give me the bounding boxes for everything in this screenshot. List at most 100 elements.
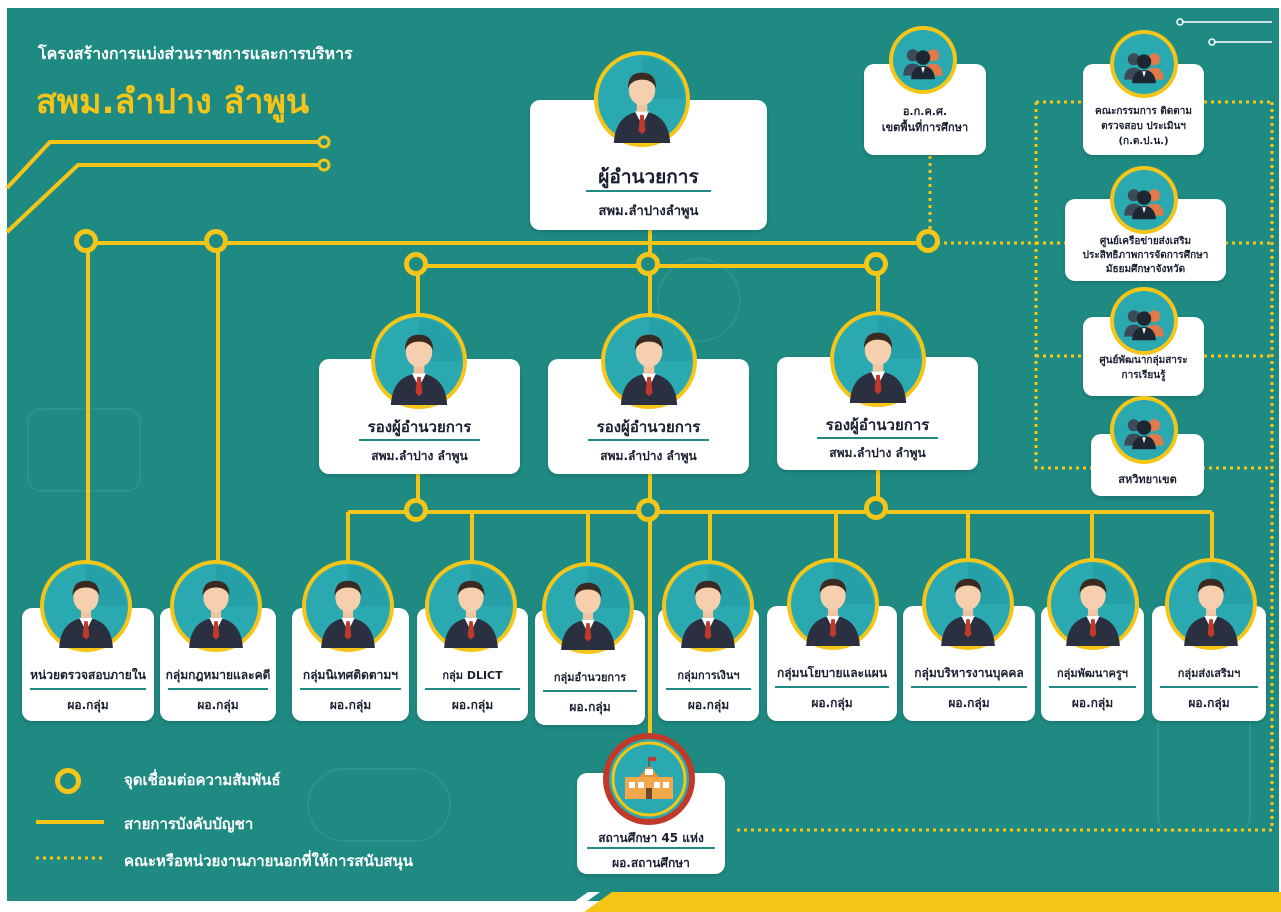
people-group-icon [1114,291,1174,351]
divider [359,439,480,441]
group-subtitle: ผอ.กลุ่ม [811,696,853,710]
people-group-icon [1114,34,1174,94]
deputy-title: รองผู้อำนวยการ [596,418,701,436]
group-title: กลุ่มอำนวยการ [553,671,627,684]
junction-node [74,229,98,253]
divider [300,688,401,690]
junction-node [916,229,940,253]
group-title: กลุ่มนโยบายและแผน [776,666,888,680]
group-title: กลุ่ม DLICT [442,669,503,682]
group-avatar-icon [1110,396,1178,464]
group-subtitle: ผอ.กลุ่ม [948,696,990,710]
person-icon [174,564,258,648]
circuit-dot [317,135,331,149]
legend-node-icon [55,768,81,794]
person-icon [666,564,750,648]
group-avatar-icon [1110,30,1178,98]
circuit-dot [317,158,331,172]
divider [775,686,889,688]
person-avatar-icon [662,560,754,652]
deputy-avatar-icon [371,313,467,409]
person-icon [598,55,686,143]
school-building-icon [609,739,689,819]
group-subtitle: ผอ.กลุ่ม [687,698,730,712]
person-avatar-icon [542,562,634,654]
director-avatar-icon [594,51,690,147]
school-avatar [603,733,695,825]
decorative-circle [657,258,741,342]
deputy-subtitle: สพม.ลำปาง ลำพูน [371,449,468,463]
people-group-icon [1114,170,1174,230]
legend-solid-label: สายการบังคับบัญชา [124,815,254,833]
group-avatar-icon [1110,166,1178,234]
person-avatar-icon [302,560,394,652]
person-icon [834,315,922,403]
circuit-dots [317,135,331,172]
people-group-icon [1114,400,1174,460]
group-subtitle: ผอ.กลุ่ม [197,698,239,712]
circuit-line [5,163,320,234]
learning-label: ศูนย์พัฒนากลุ่มสาระ การเรียนรู้ [1099,355,1188,381]
dotted-to-school [735,102,1274,832]
top-right-circuit [1176,18,1272,46]
person-icon [926,562,1010,646]
person-icon [306,564,390,648]
divider [587,847,715,849]
school-title: สถานศึกษา 45 แห่ง [598,831,704,845]
group-subtitle: ผอ.กลุ่ม [329,698,372,712]
person-avatar-icon [425,560,517,652]
school-subtitle: ผอ.สถานศึกษา [612,856,690,870]
divider [588,439,709,441]
person-icon [546,566,630,650]
divider [1160,686,1258,688]
junction-node [204,229,228,253]
support-lines [36,100,1274,860]
page-subtitle: โครงสร้างการแบ่งส่วนราชการและการบริหาร [38,44,353,63]
group-avatar-icon [1110,287,1178,355]
divider [817,437,938,439]
deputy-subtitle: สพม.ลำปาง ลำพูน [600,449,697,463]
circuit-dot [1176,18,1184,26]
decorative-laptop-outline [27,408,141,492]
ogks-label: อ.ก.ค.ศ. เขตพื้นที่การศึกษา [881,105,969,134]
junction-node [636,252,660,276]
group-title: กลุ่มพัฒนาครูฯ [1057,667,1128,680]
decorative-shape [307,768,451,842]
group-subtitle: ผอ.กลุ่ม [1188,696,1230,710]
person-avatar-icon [787,558,879,650]
group-subtitle: ผอ.กลุ่ม [451,698,494,712]
person-icon [605,317,693,405]
divider [911,686,1027,688]
divider [586,190,711,192]
deputy-avatar-icon [601,313,697,409]
group-title: กลุ่มบริหารงานบุคคล [914,666,1024,680]
divider [666,688,751,690]
junction-node [636,498,660,522]
group-avatar-icon [889,26,957,94]
deputy-subtitle: สพม.ลำปาง ลำพูน [829,446,926,460]
union-label: สหวิทยาเขต [1118,473,1177,486]
group-title: กลุ่มนิเทศติดตามฯ [302,668,399,682]
circuit-line [5,140,320,190]
divider [168,688,268,690]
group-subtitle: ผอ.กลุ่ม [1071,696,1114,710]
divider [1049,686,1136,688]
network-label: ศูนย์เครือข่ายส่งเสริม ประสิทธิภาพการจัด… [1082,236,1209,275]
person-icon [1051,562,1135,646]
dotted-frame [1034,102,1272,470]
person-icon [44,564,128,648]
person-avatar-icon [170,560,262,652]
deputy-avatar-icon [830,311,926,407]
group-subtitle: ผอ.กลุ่ม [67,698,109,712]
person-icon [1169,562,1253,646]
page-title: สพม.ลำปาง ลำพูน [36,82,310,122]
junction-node [404,498,428,522]
committee-label: คณะกรรมการ ติดตาม ตรวจสอบ ประเมินฯ (ก.ต.… [1095,106,1192,147]
junction-node [864,252,888,276]
director-title: ผู้อำนวยการ [598,166,699,188]
group-subtitle: ผอ.กลุ่ม [569,700,611,714]
group-title: กลุ่มกฎหมายและคดี [165,668,271,682]
group-title: หน่วยตรวจสอบภายใน [30,668,146,682]
person-icon [791,562,875,646]
